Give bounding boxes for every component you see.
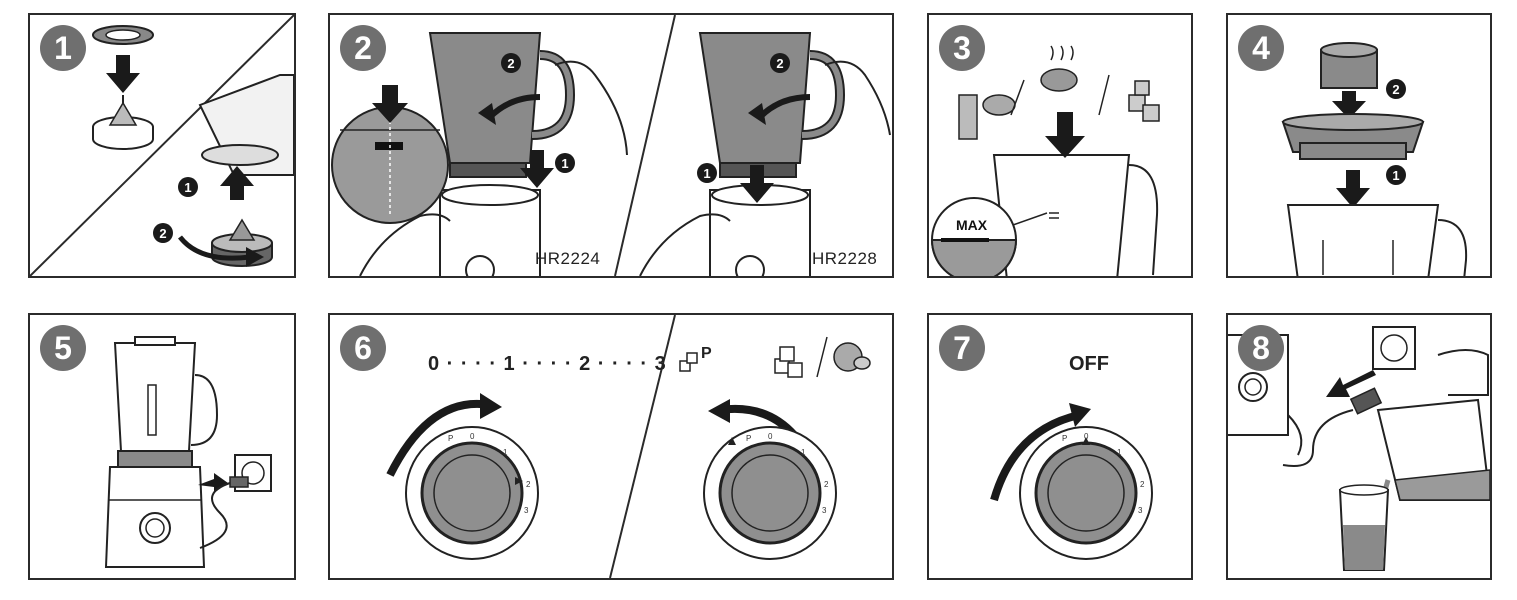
step-2-panel: 2 2 1 2 1 HR2224 HR2228 (328, 13, 894, 278)
step-5-panel: 5 (28, 313, 296, 580)
step-3-panel: 3 MAX (927, 13, 1193, 278)
sub-step-badge-1: 1 (178, 177, 198, 197)
dial-tick-0: 0 (1084, 432, 1089, 441)
dial-tick-1: 1 (1117, 448, 1122, 457)
off-label: OFF (1069, 353, 1109, 376)
step-7-panel: 0 1 2 3 P 7 OFF (927, 313, 1193, 580)
sub-step-badge-2: 2 (501, 53, 521, 73)
max-label: MAX (956, 217, 987, 233)
step-number-badge: 5 (40, 325, 86, 371)
step-number-badge: 8 (1238, 325, 1284, 371)
sub-step-badge-2: 2 (1386, 79, 1406, 99)
dial-tick-1: 1 (503, 448, 508, 457)
arrow-right-icon (198, 473, 228, 493)
step-4-panel: 4 2 1 (1226, 13, 1492, 278)
model-label-right: HR2228 (812, 249, 877, 269)
arrow-down-icon (1045, 112, 1085, 158)
speed-scale-label: 0 · · · · 1 · · · · 2 · · · · 3 (428, 353, 667, 376)
step-number-badge: 1 (40, 25, 86, 71)
step-number-badge: 7 (939, 325, 985, 371)
sub-step-badge-2: 2 (153, 223, 173, 243)
dial-tick-2: 2 (824, 480, 829, 489)
step-2-illustration (330, 15, 892, 276)
sub-step-badge-1: 1 (697, 163, 717, 183)
dial-tick-0: 0 (470, 432, 475, 441)
dial-tick-pulse: P (1062, 434, 1067, 443)
sub-step-badge-1: 1 (1386, 165, 1406, 185)
arrow-down-icon (106, 55, 140, 93)
step-6-panel: 0 1 2 3 P 0 1 2 3 P 6 0 · · · · 1 · · · … (328, 313, 894, 580)
model-label-left: HR2224 (535, 249, 600, 269)
dial-tick-2: 2 (1140, 480, 1145, 489)
dial-tick-3: 3 (822, 506, 827, 515)
bottle-icon (959, 95, 977, 139)
step-number-badge: 3 (939, 25, 985, 71)
step-number-badge: 2 (340, 25, 386, 71)
step-8-panel: 8 (1226, 313, 1492, 580)
step-number-badge: 4 (1238, 25, 1284, 71)
dial-tick-3: 3 (524, 506, 529, 515)
sub-step-badge-2: 2 (770, 53, 790, 73)
dial-tick-3: 3 (1138, 506, 1143, 515)
dial-tick-0: 0 (768, 432, 773, 441)
power-plug (1351, 388, 1381, 413)
pulse-label: P (701, 345, 712, 363)
dial-tick-pulse: P (448, 434, 453, 443)
dial-tick-pulse: P (746, 434, 751, 443)
step-number-badge: 6 (340, 325, 386, 371)
dial-tick-2: 2 (526, 480, 531, 489)
pot-icon (1041, 69, 1077, 91)
sub-step-badge-1: 1 (555, 153, 575, 173)
dial-tick-1: 1 (801, 448, 806, 457)
step-1-panel: 1 1 2 (28, 13, 296, 278)
